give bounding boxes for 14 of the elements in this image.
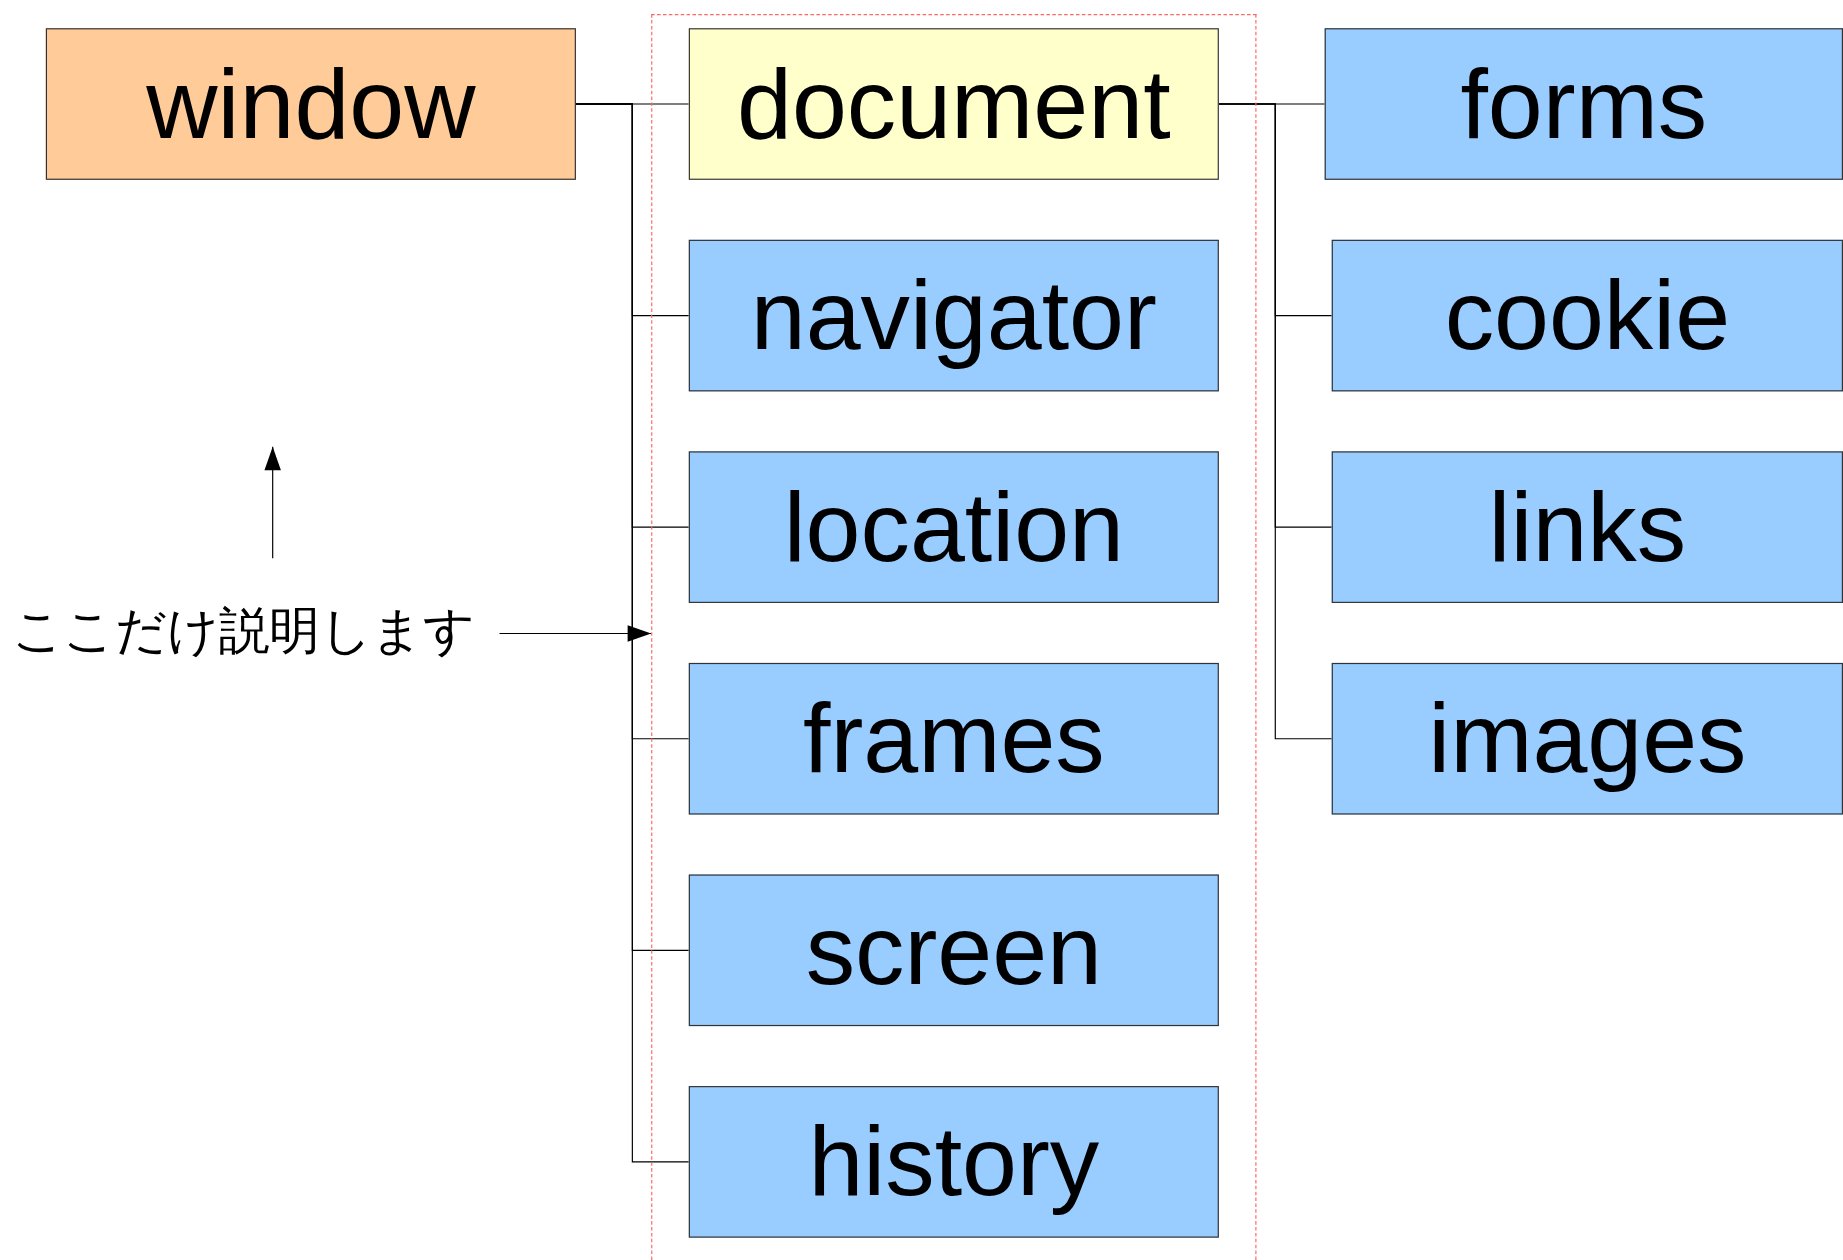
object-box: navigator (688, 239, 1219, 392)
arrow (498, 625, 652, 642)
object-box: images (1331, 662, 1843, 815)
object-box: document (688, 28, 1219, 180)
object-box: forms (1324, 28, 1843, 180)
object-box: cookie (1331, 239, 1843, 392)
object-box: history (688, 1086, 1219, 1238)
connector-line (1218, 103, 1333, 740)
object-box: window (45, 28, 576, 180)
object-box: frames (688, 662, 1219, 815)
object-box: links (1331, 451, 1843, 603)
note-text: ここだけ説明します (11, 597, 475, 666)
object-box: screen (688, 874, 1219, 1027)
object-box: location (688, 451, 1219, 603)
